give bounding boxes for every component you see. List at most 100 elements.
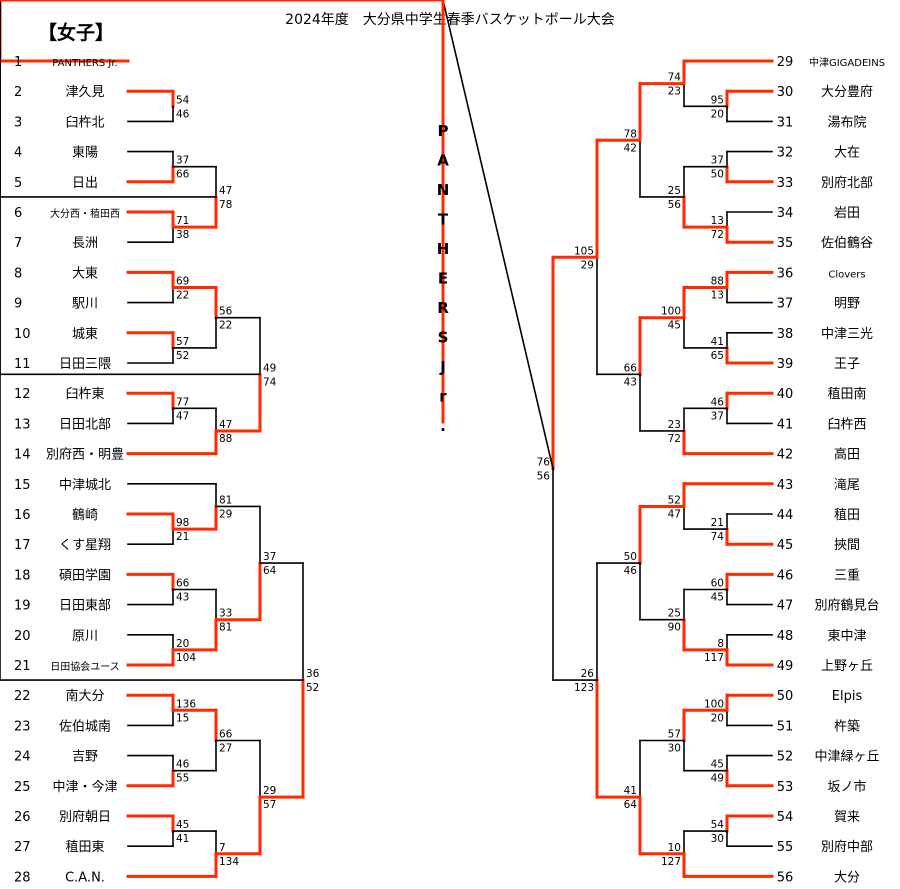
score-label: 69: [176, 276, 189, 288]
score-label: 127: [661, 856, 681, 868]
team-name: 大東: [72, 265, 98, 281]
score-label: 52: [668, 494, 681, 506]
score-label: 64: [263, 565, 277, 577]
team-name: 臼杵北: [65, 115, 104, 130]
team-name: 津久見: [65, 85, 104, 100]
score-label: 45: [176, 819, 189, 831]
team-name: 別府中部: [821, 840, 873, 855]
team-name: 佐伯城南: [59, 718, 111, 734]
score-label: 54: [176, 94, 190, 106]
team-name: 大分豊府: [821, 85, 873, 100]
champion-letter: R: [437, 299, 449, 317]
score-label: 49: [711, 773, 724, 785]
team-name: 稙田南: [827, 386, 866, 402]
champion-letter: J: [439, 358, 446, 376]
score-label: 13: [711, 215, 724, 227]
score-label: 47: [176, 410, 189, 422]
champion-letter: T: [438, 211, 449, 229]
score-label: 37: [711, 155, 724, 167]
score-label: 46: [176, 759, 190, 771]
team-number: 47: [777, 599, 794, 614]
page-title: 2024年度 大分県中学生春季バスケットボール大会: [285, 12, 615, 28]
team-number: 32: [777, 146, 794, 161]
score-label: 41: [176, 833, 189, 845]
score-label: 21: [176, 531, 189, 543]
score-label: 77: [176, 396, 189, 408]
team-name: くす星翔: [59, 538, 111, 553]
score-label: 98: [176, 517, 189, 529]
team-number: 21: [14, 659, 31, 674]
team-number: 35: [777, 236, 794, 251]
team-number: 27: [14, 840, 31, 855]
team-number: 30: [777, 85, 794, 100]
score-label: 56: [537, 471, 551, 483]
team-number: 25: [14, 780, 31, 795]
team-number: 43: [777, 478, 794, 493]
score-label: 47: [668, 508, 681, 520]
team-number: 7: [14, 236, 22, 251]
score-label: 117: [704, 652, 724, 664]
team-number: 17: [14, 538, 31, 553]
score-label: 90: [668, 622, 681, 634]
score-label: 46: [711, 396, 725, 408]
score-label: 54: [711, 819, 725, 831]
team-number: 34: [777, 206, 794, 221]
score-label: 64: [624, 799, 638, 811]
score-label: 10: [668, 842, 681, 854]
score-label: 33: [219, 608, 232, 620]
score-label: 23: [668, 86, 681, 98]
champion-letter: .: [440, 417, 446, 435]
score-label: 47: [219, 419, 232, 431]
team-name: 駅川: [72, 297, 98, 312]
score-label: 37: [176, 155, 189, 167]
team-number: 29: [777, 55, 794, 70]
team-number: 44: [777, 508, 794, 523]
team-name: 南大分: [65, 688, 104, 704]
score-label: 42: [624, 142, 637, 154]
team-number: 1: [14, 55, 22, 70]
score-label: 66: [176, 169, 190, 181]
score-label: 123: [574, 682, 594, 694]
team-number: 20: [14, 629, 31, 644]
score-label: 30: [711, 833, 724, 845]
team-name: 日田三隈: [59, 357, 111, 372]
score-label: 47: [219, 185, 232, 197]
score-label: 29: [219, 508, 232, 520]
team-number: 52: [777, 750, 794, 765]
team-number: 56: [777, 870, 794, 885]
score-label: 55: [176, 773, 189, 785]
team-name: 大在: [834, 146, 860, 161]
score-label: 46: [624, 565, 638, 577]
team-name: 王子: [834, 357, 860, 372]
team-number: 37: [777, 297, 794, 312]
team-name: 大分西・稙田西: [50, 207, 120, 220]
team-name: Clovers: [828, 269, 865, 280]
team-name: 城東: [72, 326, 98, 342]
score-label: 15: [176, 712, 189, 724]
team-name: 高田: [834, 447, 860, 463]
team-number: 48: [777, 629, 794, 644]
team-number: 45: [777, 538, 794, 553]
score-label: 74: [711, 531, 725, 543]
team-name: 日田北部: [59, 417, 111, 432]
score-label: 22: [219, 320, 232, 332]
score-label: 45: [668, 320, 681, 332]
team-number: 55: [777, 840, 794, 855]
score-label: 81: [219, 494, 232, 506]
score-label: 95: [711, 94, 724, 106]
score-label: 20: [711, 108, 724, 120]
score-label: 52: [306, 682, 319, 694]
team-number: 53: [777, 780, 794, 795]
team-name: 日出: [72, 176, 98, 191]
final-score-right: 53: [446, 0, 459, 3]
team-number: 40: [777, 387, 794, 402]
score-label: 38: [176, 229, 189, 241]
score-label: 66: [219, 729, 233, 741]
team-name: 滝尾: [834, 478, 860, 493]
score-label: 66: [176, 578, 190, 590]
score-label: 50: [624, 551, 637, 563]
score-label: 100: [661, 306, 681, 318]
score-label: 27: [219, 743, 232, 755]
team-number: 24: [14, 750, 31, 765]
team-name: 上野ヶ丘: [821, 659, 873, 674]
